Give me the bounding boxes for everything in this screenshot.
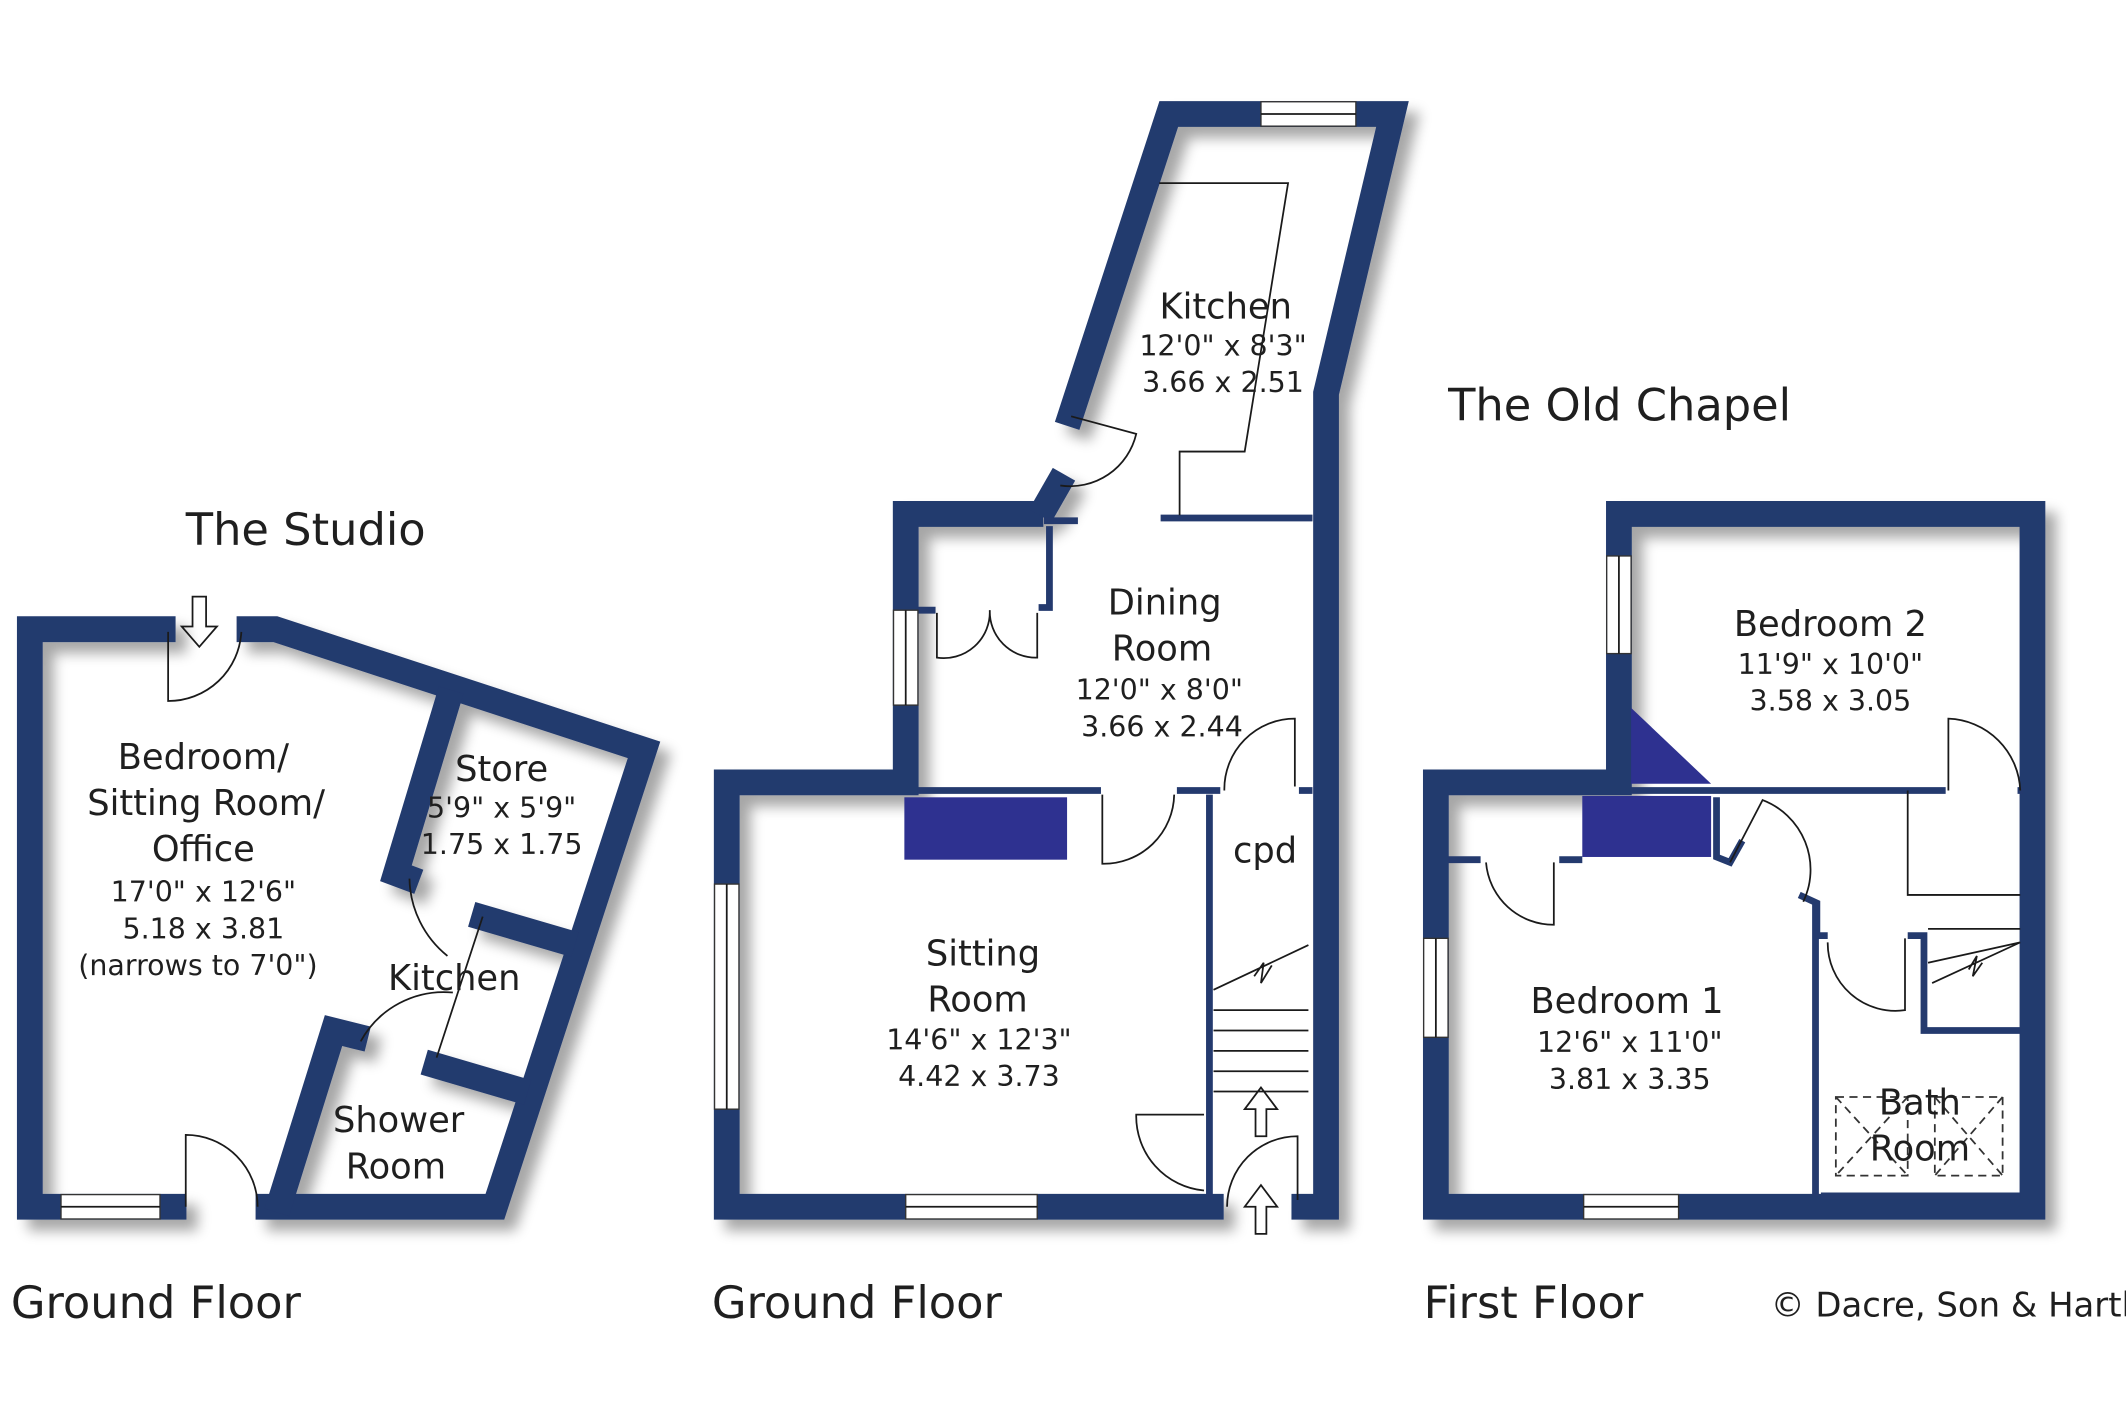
chapel-first-floor-plan: Bedroom 2 11'9" x 10'0" 3.58 x 3.05 Bedr… [1422,501,2126,1329]
floor-label: First Floor [1424,1276,1644,1329]
studio-plan: The Studio Bedroom/ Sitting Room/ Office… [11,503,661,1329]
room-dimensions-imperial: 12'0" x 8'0" [1076,674,1243,707]
studio-door-arc [184,1134,259,1207]
kitchen-worktop [1159,182,1290,516]
chapel-title: The Old Chapel [1447,378,1791,431]
room-dimensions-metric: 4.42 x 3.73 [898,1060,1060,1093]
skylight-windows [1834,1096,2004,1177]
door-arcs [936,415,1299,1207]
room-dimensions-imperial: 11'9" x 10'0" [1738,648,1923,681]
room-dimensions-imperial: 14'6" x 12'3" [886,1024,1071,1057]
floor-label: Ground Floor [11,1276,302,1329]
studio-title: The Studio [185,503,426,556]
studio-door-arc [167,631,243,702]
room-name: cpd [1233,830,1297,871]
room-name: Kitchen [388,958,520,999]
room-name: Dining [1108,582,1222,623]
room-dimensions-metric: 1.75 x 1.75 [421,828,583,861]
room-dimensions-imperial: 12'0" x 8'3" [1139,329,1306,362]
room-name: Room [1112,628,1212,669]
room-dimensions-metric: 3.58 x 3.05 [1750,685,1912,718]
room-name: Room [346,1146,446,1187]
floor-label: Ground Floor [712,1276,1003,1329]
ground-walls [713,101,1409,1220]
room-name: Bath [1879,1083,1961,1124]
door-arcs [1485,717,2022,1012]
room-dimensions-metric: 3.66 x 2.51 [1142,366,1304,399]
staircase [1213,944,1309,1093]
room-dimensions-imperial: 17'0" x 12'6" [111,876,296,909]
room-name: Kitchen [1159,287,1291,328]
room-name: Room [927,980,1027,1021]
windows [713,101,1357,1220]
entrance-arrow-icon [179,595,219,649]
entrance-arrow-icon [1242,1183,1279,1235]
windows [1422,555,1680,1220]
room-dimensions-metric: 3.81 x 3.35 [1549,1063,1711,1096]
first-walls [1422,501,2046,1220]
copyright: © Dacre, Son & Hartley [1771,1286,2126,1325]
chimney-breast [1631,707,1712,784]
room-dimensions-metric: 3.66 x 2.44 [1081,710,1243,743]
room-dimensions-imperial: 5'9" x 5'9" [427,792,576,825]
studio-window [60,1193,161,1220]
room-name: Shower [333,1100,465,1141]
store-door-arc [408,878,448,957]
chimney-breast [904,797,1068,860]
room-name: Bedroom/ [118,737,289,778]
room-name: Room [1870,1129,1970,1170]
room-note: (narrows to 7'0") [78,949,317,982]
room-name: Bedroom 1 [1531,981,1724,1022]
chapel-ground-floor-plan: The Old Chapel Kitchen 12'0" x 8'3" 3.66… [712,101,1791,1329]
up-arrow-icon [1242,1085,1279,1138]
room-name: Sitting [926,933,1040,974]
staircase [1906,790,2021,984]
chimney-breast [1582,795,1712,857]
kitchen-door-arc [359,916,484,1058]
room-dimensions-metric: 5.18 x 3.81 [123,912,285,945]
room-name: Office [152,829,255,870]
room-dimensions-imperial: 12'6" x 11'0" [1537,1026,1722,1059]
room-name: Bedroom 2 [1734,604,1927,645]
room-name: Sitting Room/ [87,783,325,824]
room-name: Store [455,749,548,790]
